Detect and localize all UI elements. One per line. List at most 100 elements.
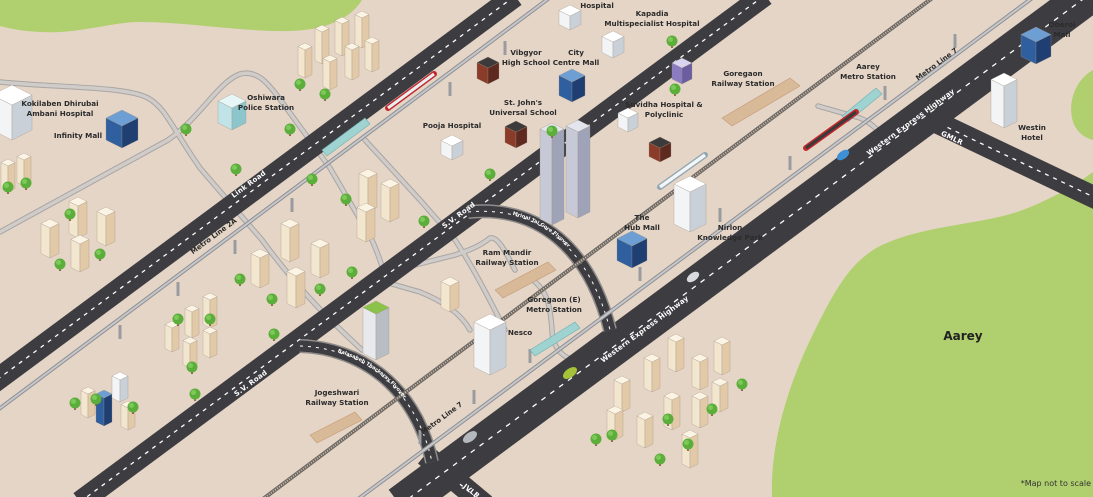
residential-building <box>667 333 685 373</box>
label-infinity-mall: Infinity Mall <box>54 131 102 140</box>
kapadia-hospital-building <box>601 30 625 59</box>
label-line: St. John's <box>504 98 542 107</box>
residential-building <box>250 248 270 289</box>
infinity-mall-building <box>105 109 139 149</box>
label-line: Polyclinic <box>645 110 683 119</box>
label-line: Knowledge Park <box>697 233 763 242</box>
tree <box>94 248 106 261</box>
tree <box>186 361 198 374</box>
residential-building <box>691 391 709 429</box>
metro-pillar <box>953 34 957 48</box>
metro-pillar <box>528 349 532 363</box>
label-line: Kokilaben Dhirubai <box>21 99 98 108</box>
label-line: Goregaon (E) <box>527 295 580 304</box>
metro-pillars <box>118 34 957 444</box>
residential-building <box>202 326 218 359</box>
label-line: Railway Station <box>711 79 774 88</box>
tree <box>669 83 681 96</box>
metro-pillar <box>418 430 422 444</box>
residential-building <box>322 54 338 91</box>
tree <box>654 453 666 466</box>
label-line: Oshiwara <box>247 93 285 102</box>
tree <box>590 433 602 446</box>
link-road <box>0 0 522 392</box>
tree <box>204 313 216 326</box>
tree <box>127 401 139 414</box>
tree <box>484 168 496 181</box>
label-line: Vibgyor <box>510 48 542 57</box>
tree <box>306 173 318 186</box>
cars <box>463 149 850 443</box>
westin-hotel-building <box>990 72 1018 129</box>
metro-pillar <box>233 240 237 254</box>
label-line: Oberoi <box>1048 20 1075 29</box>
label-line: Nesco <box>508 328 532 337</box>
residential-building <box>70 234 90 273</box>
label-line: City <box>568 48 584 57</box>
tree <box>346 266 358 279</box>
label-line: Universal School <box>489 108 557 117</box>
tree <box>189 388 201 401</box>
tree <box>180 123 192 136</box>
residential-building <box>358 168 378 213</box>
label-line: Railway Station <box>305 398 368 407</box>
tree <box>230 163 242 176</box>
residential-building <box>297 42 313 79</box>
residential-building <box>613 375 631 413</box>
residential-building <box>713 336 731 376</box>
residential-building <box>96 206 116 247</box>
residential-building <box>310 238 330 279</box>
residential-building <box>344 42 360 81</box>
label-line: Pooja Hospital <box>423 121 482 130</box>
residential-building <box>663 391 681 431</box>
tree <box>294 78 306 91</box>
residential-building <box>184 304 200 339</box>
residential-building <box>334 16 350 57</box>
residential-building <box>314 24 330 65</box>
tree <box>69 397 81 410</box>
label-line: High School <box>502 58 550 67</box>
tree <box>2 181 14 194</box>
label-suvidha: Suvidha Hospital &Polyclinic <box>625 100 702 119</box>
label-line: Ambani Hospital <box>27 109 94 118</box>
map-scale-note: *Map not to scale <box>1021 479 1091 488</box>
label-line: Mall <box>1054 30 1071 39</box>
residential-building <box>643 353 661 393</box>
top-hospital-building <box>558 4 582 31</box>
tree <box>606 429 618 442</box>
label-top-hospital: Hospital <box>580 1 614 10</box>
project-tower-right <box>565 119 591 219</box>
balasaheb-thackeray-flyover <box>299 339 439 464</box>
tree <box>54 258 66 271</box>
suvidha-hospital-building <box>617 107 639 133</box>
trees-layer <box>2 35 748 466</box>
western-express-highway <box>388 0 1093 497</box>
metro-pillar <box>788 156 792 170</box>
railway-track <box>262 0 933 497</box>
metro-pillar <box>883 86 887 100</box>
label-line: Jogeshwari <box>314 388 360 397</box>
brown-building <box>648 136 672 163</box>
tree <box>90 393 102 406</box>
label-line: Goregaon <box>723 69 762 78</box>
label-line: Aarey <box>856 62 880 71</box>
residential-building <box>356 202 376 243</box>
metro-pillar <box>472 390 476 404</box>
tree <box>266 293 278 306</box>
label-line: Kapadia <box>636 9 669 18</box>
nirlon-knowledge-park-building <box>673 175 707 233</box>
jogeshwari-railway-platform <box>309 411 363 444</box>
goregaon-railway-platform <box>721 77 801 127</box>
tree <box>314 283 326 296</box>
buildings-layer <box>0 4 1052 469</box>
